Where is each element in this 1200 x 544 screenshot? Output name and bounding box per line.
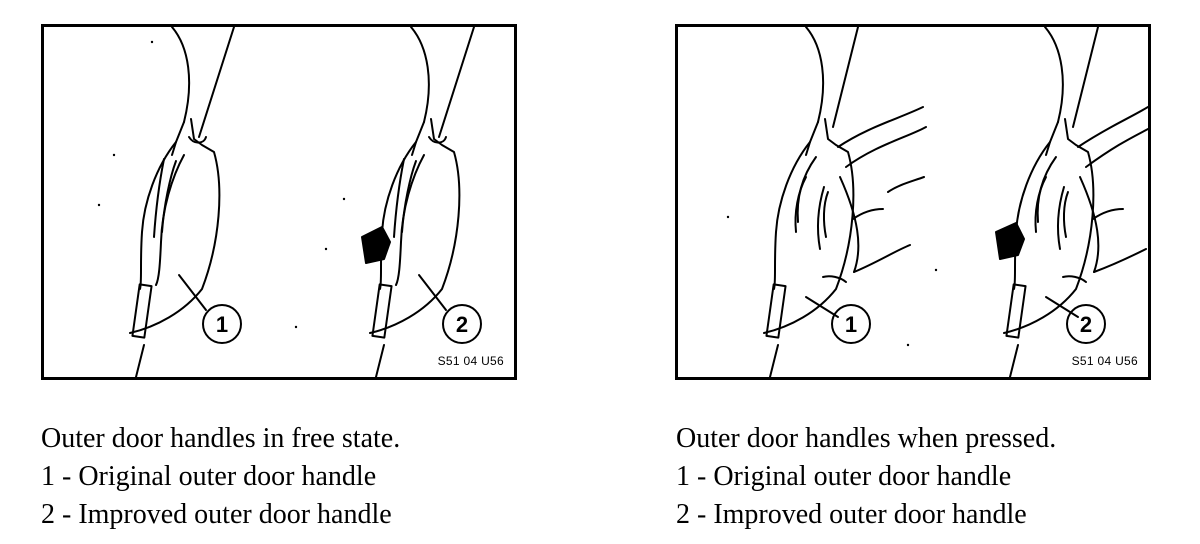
improved-handle-pressed-shape <box>995 27 1148 377</box>
callout-label-2: 2 <box>1080 312 1092 337</box>
caption-item-1: 1 - Original outer door handle <box>41 461 377 492</box>
caption-title: Outer door handles in free state. <box>41 423 401 454</box>
drawing-code: S51 04 U56 <box>1071 354 1138 368</box>
callout-circle-1 <box>202 304 242 344</box>
original-handle-pressed-shape <box>763 27 927 377</box>
door-handles-pressed-drawing: 1 2 <box>726 27 1148 377</box>
callout-circle-2 <box>442 304 482 344</box>
door-handles-drawing: 1 2 <box>97 27 482 377</box>
figure-free-state: 1 2 S51 04 U56 Outer door handles in fre… <box>41 24 561 534</box>
callout-label-1: 1 <box>845 312 857 337</box>
caption-free-state: Outer door handles in free state. 1 - Or… <box>41 420 561 534</box>
caption-item-2: 2 - Improved outer door handle <box>676 499 1027 530</box>
callout-circle-2 <box>1066 304 1106 344</box>
callout-label-1: 1 <box>216 312 228 337</box>
caption-title: Outer door handles when pressed. <box>676 423 1057 454</box>
callout-label-2: 2 <box>456 312 468 337</box>
caption-pressed: Outer door handles when pressed. 1 - Ori… <box>676 420 1196 534</box>
caption-item-2: 2 - Improved outer door handle <box>41 499 392 530</box>
drawing-code: S51 04 U56 <box>437 354 504 368</box>
caption-item-1: 1 - Original outer door handle <box>676 461 1012 492</box>
figure-pressed: 1 2 S51 04 U56 Outer door handles when p… <box>634 0 1200 544</box>
original-handle-shape <box>129 27 235 377</box>
callout-circle-1 <box>831 304 871 344</box>
illustration-frame-free-state: 1 2 S51 04 U56 <box>41 24 517 380</box>
improved-handle-shape <box>361 27 475 377</box>
illustration-frame-pressed: 1 2 S51 04 U56 <box>675 24 1151 380</box>
